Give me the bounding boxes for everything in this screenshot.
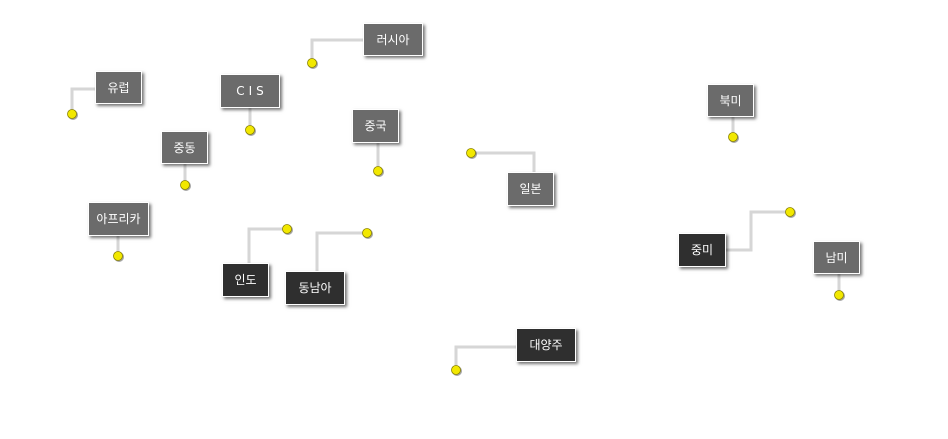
connector-line-india (247, 227, 287, 263)
location-dot-oceania[interactable] (451, 365, 461, 375)
location-dot-russia[interactable] (307, 58, 317, 68)
location-dot-china[interactable] (373, 166, 383, 176)
connector-line-central-america (726, 210, 790, 252)
region-label-middle-east[interactable]: 중동 (161, 131, 208, 164)
connector-line-russia (310, 38, 363, 63)
location-dot-cis[interactable] (245, 125, 255, 135)
region-label-central-america[interactable]: 중미 (678, 233, 726, 267)
region-label-japan[interactable]: 일본 (507, 172, 554, 206)
location-dot-europe[interactable] (67, 109, 77, 119)
location-dot-middle-east[interactable] (180, 180, 190, 190)
location-dot-japan[interactable] (466, 148, 476, 158)
connector-line-oceania (454, 345, 516, 370)
connector-line-europe (70, 87, 95, 114)
location-dot-central-america[interactable] (785, 207, 795, 217)
region-label-oceania[interactable]: 대양주 (516, 328, 576, 362)
region-label-china[interactable]: 중국 (352, 109, 399, 143)
location-dot-africa[interactable] (113, 251, 123, 261)
location-dot-north-america[interactable] (728, 132, 738, 142)
region-label-cis[interactable]: CIS (220, 74, 280, 108)
region-label-north-america[interactable]: 북미 (707, 84, 754, 117)
region-label-europe[interactable]: 유럽 (95, 71, 142, 104)
connector-line-japan (471, 151, 536, 172)
location-dot-southeast-asia[interactable] (362, 228, 372, 238)
connector-line-southeast-asia (315, 231, 367, 271)
region-label-africa[interactable]: 아프리카 (88, 202, 149, 236)
location-dot-india[interactable] (282, 224, 292, 234)
region-label-india[interactable]: 인도 (222, 263, 269, 297)
region-label-southeast-asia[interactable]: 동남아 (285, 271, 345, 305)
location-dot-south-america[interactable] (834, 290, 844, 300)
region-label-russia[interactable]: 러시아 (363, 23, 423, 56)
region-label-south-america[interactable]: 남미 (813, 241, 860, 274)
